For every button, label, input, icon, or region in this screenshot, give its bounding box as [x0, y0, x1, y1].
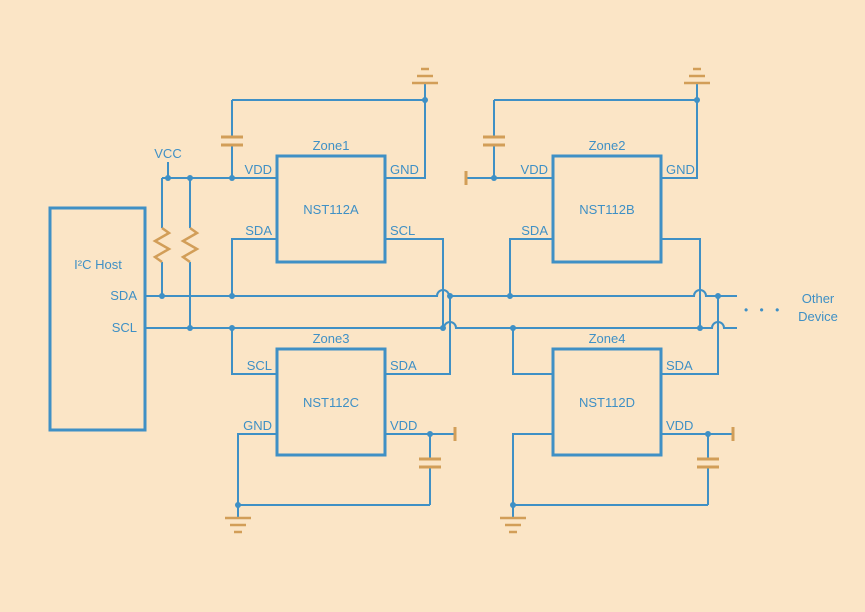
junction-dot — [235, 502, 241, 508]
zone1-scl-pin-label: SCL — [390, 223, 415, 238]
zone4-sda-pin-label: SDA — [666, 358, 693, 373]
wire-zone2-sda — [509, 238, 553, 296]
zone2-title: Zone2 — [589, 138, 626, 153]
junction-dot — [510, 502, 516, 508]
power-and-pullup-wiring — [161, 162, 277, 328]
zone2-chip-name: NST112B — [579, 202, 634, 217]
zone4-wiring — [512, 296, 733, 518]
zone4-chip-box — [551, 347, 663, 457]
zone4-vdd-pin-label: VDD — [666, 418, 693, 433]
bus-wiring — [145, 289, 737, 329]
zone4-chip-name: NST112D — [579, 395, 635, 410]
host-scl-pin-label: SCL — [112, 320, 137, 335]
zone1-chip-box — [275, 154, 387, 264]
junction-dot — [491, 175, 497, 181]
junction-dot — [694, 97, 700, 103]
vcc-label: VCC — [154, 146, 181, 161]
sda-bus — [145, 289, 737, 297]
zone1-vdd-pin-label: VDD — [245, 162, 272, 177]
other-device-label-line2: Device — [798, 309, 838, 324]
zone4-title: Zone4 — [589, 331, 626, 346]
ground-symbol-zone3-bottom — [225, 516, 251, 534]
zone1-gnd-pin-label: GND — [390, 162, 419, 177]
zone3-gnd-pin-label: GND — [243, 418, 272, 433]
resistor-zigzag — [152, 226, 172, 264]
ground-symbol-zone4-bottom — [500, 516, 526, 534]
wire-zone2-scl — [661, 238, 701, 328]
resistor-zigzag — [180, 226, 200, 264]
wire-zone1-scl — [385, 238, 444, 328]
scl-bus — [145, 321, 737, 329]
zone2-wiring — [466, 83, 701, 328]
ground-symbol-zone1-top — [412, 67, 438, 85]
zone2-chip-box — [551, 154, 663, 264]
junction-dot — [510, 325, 516, 331]
junction-dot — [187, 325, 193, 331]
junction-dot — [447, 293, 453, 299]
junction-dots — [159, 97, 721, 508]
capacitor-symbol-zone1 — [221, 135, 243, 147]
wire-zone3-scl — [231, 328, 277, 375]
junction-dot — [440, 325, 446, 331]
zone2-gnd-pin-label: GND — [666, 162, 695, 177]
wire-zone1-sda — [231, 238, 277, 296]
capacitor-symbol-zone4 — [697, 457, 719, 469]
junction-dot — [715, 293, 721, 299]
zone3-wiring — [231, 296, 455, 518]
junction-dot — [705, 431, 711, 437]
junction-dot — [427, 431, 433, 437]
junction-dot — [187, 175, 193, 181]
junction-dot — [697, 325, 703, 331]
junction-dot — [229, 293, 235, 299]
wire-zone3-sda — [385, 296, 451, 375]
junction-dot — [229, 175, 235, 181]
wire-zone4-gnd — [512, 433, 553, 518]
capacitor-symbol-zone3 — [419, 457, 441, 469]
zone2-sda-pin-label: SDA — [521, 223, 548, 238]
zone3-vdd-pin-label: VDD — [390, 418, 417, 433]
host-title: I²C Host — [74, 257, 122, 272]
zone1-sda-pin-label: SDA — [245, 223, 272, 238]
wire-zone3-gnd — [237, 433, 277, 518]
zone1-title: Zone1 — [313, 138, 350, 153]
zone3-sda-pin-label: SDA — [390, 358, 417, 373]
bus-continuation-ellipsis: • • • — [744, 303, 783, 317]
wire-zone4-scl — [512, 328, 553, 375]
zone3-title: Zone3 — [313, 331, 350, 346]
zone3-scl-pin-label: SCL — [247, 358, 272, 373]
resistor-symbol-sda-pullup — [152, 226, 172, 264]
junction-dot — [507, 293, 513, 299]
junction-dot — [229, 325, 235, 331]
wire-zone2-gnd — [661, 83, 698, 179]
resistor-symbol-scl-pullup — [180, 226, 200, 264]
zone2-vdd-pin-label: VDD — [521, 162, 548, 177]
junction-dot — [422, 97, 428, 103]
junction-dot — [159, 293, 165, 299]
ground-symbol-zone2-top — [684, 67, 710, 85]
zone1-chip-name: NST112A — [303, 202, 359, 217]
other-device-label-line1: Other — [802, 291, 835, 306]
capacitor-symbol-zone2 — [483, 135, 505, 147]
zone3-chip-box — [275, 347, 387, 457]
junction-dot — [165, 175, 171, 181]
zone1-wiring — [231, 83, 444, 328]
wire-zone1-gnd — [385, 83, 426, 179]
zone3-chip-name: NST112C — [303, 395, 359, 410]
wire-zone4-sda — [661, 296, 719, 375]
i2c-host-box — [48, 206, 147, 432]
host-sda-pin-label: SDA — [110, 288, 137, 303]
